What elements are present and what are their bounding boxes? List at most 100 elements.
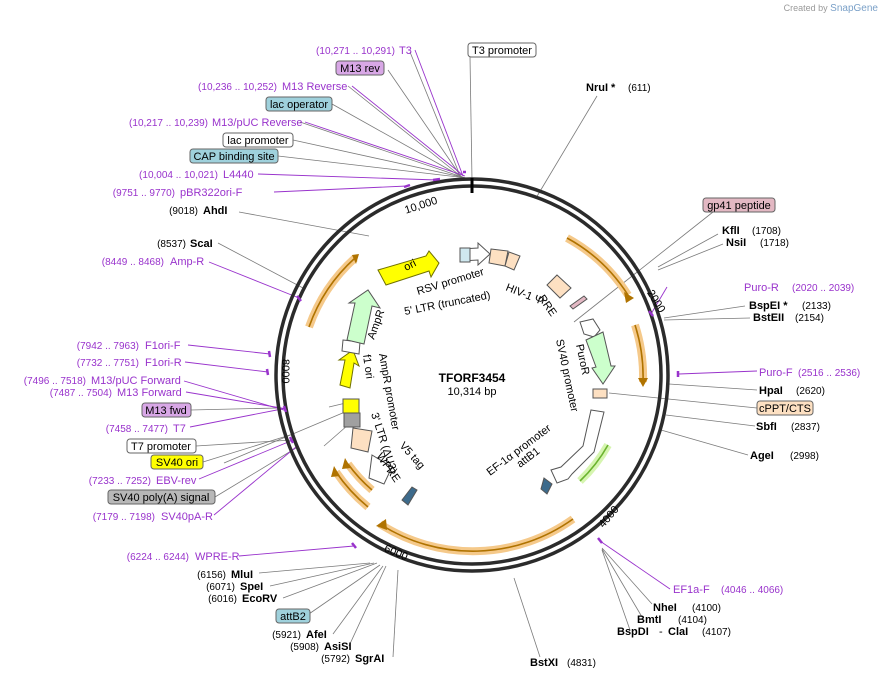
primer-line [213,446,297,516]
ampr-arrow [346,289,382,345]
l4440-coord: (10,004 .. 10,021) [139,170,218,181]
sv40-ori-box-label: SV40 ori [156,457,198,469]
bstxi-name: BstXI [530,657,558,669]
attb1-block [540,477,553,495]
puro-r-name: Puro-R [744,282,779,294]
bmti-name: BmtI [637,614,661,626]
l4440-name: L4440 [223,169,254,181]
rre-block [546,274,572,299]
feature-arc [308,257,356,328]
arc-arrowheads [331,254,648,530]
f1ori-f-name: F1ori-F [145,340,181,352]
spei-coord: (6071) [206,582,235,593]
primer-line [187,344,271,355]
connector-line [277,155,468,179]
connector-line [258,562,371,574]
ebv-rev-name: EBV-rev [156,475,197,487]
primer-line [238,545,355,557]
connector-line [573,211,714,323]
t3-promoter-box [467,42,537,58]
primer-line [208,261,300,299]
connector-line [657,243,724,271]
cap-binding-site-box-label: CAP binding site [193,151,274,163]
clai-name: ClaI [668,626,688,638]
sv40pa-block [343,412,361,428]
hpai-name: HpaI [759,385,783,397]
primer-line [351,85,465,177]
ori-arrow [377,250,440,286]
m13-puc-forward-name: M13/pUC Forward [91,375,181,387]
cppt-arrow [579,318,601,338]
connector-line [195,439,293,447]
ef1a-promoter-arrow [550,409,605,484]
bstxi-coord: (4831) [567,658,596,669]
asisi-name: AsiSI [324,641,352,653]
connector-line [292,139,467,179]
connector-line [282,562,378,599]
connector-line [663,317,751,321]
primer-line [678,370,758,375]
label-ori: ori [402,257,418,273]
gp41-block [569,295,588,310]
arc-arrowhead [638,378,648,387]
ltr5-block [488,248,509,267]
sv40-ori-box [150,454,204,470]
scai-name: ScaI [190,238,213,250]
sgrai-coord: (5792) [321,654,350,665]
nsii-coord: (1718) [760,238,789,249]
f1ori-r-coord: (7732 .. 7751) [77,358,139,369]
lac-promoter-box-label: lac promoter [227,135,288,147]
puror-arrow [585,331,616,385]
v5-tag-block [401,486,418,506]
feature-arc [379,518,574,552]
primer-ticks [265,170,680,549]
primer-line [304,121,466,177]
amp-r-name: Amp-R [170,256,204,268]
cppt-cts-box-label: cPPT/CTS [759,403,811,415]
primer-line [257,173,438,181]
sv40-polya-box-label: SV40 poly(A) signal [113,492,210,504]
cap-binding-site-box [189,148,279,164]
primer-line [650,286,668,315]
primer-line [185,391,288,410]
ltr3-block [350,427,373,453]
ef1a-f-coord: (4046 .. 4066) [721,585,783,596]
m13-forward-coord: (7487 .. 7504) [50,388,112,399]
m13-rev-box [335,60,385,76]
label-f1-ori: f1 ori [360,354,375,380]
connector-line [347,85,464,179]
nrui-name: NruI * [586,82,616,94]
feature-arc [566,237,629,296]
m13-puc-reverse-name: M13/pUC Reverse [212,117,302,129]
t3-promoter-block [459,247,471,263]
brand-watermark: Created by SnapGene [784,3,878,14]
agei-coord: (2998) [790,451,819,462]
connector-line [331,103,465,179]
m13-forward-name: M13 Forward [117,387,182,399]
scai-coord: (8537) [157,239,186,250]
bspdi-name: BspDI [617,626,649,638]
connector-line [202,434,291,463]
sgrai-name: SgrAI [355,653,384,665]
plasmid-name: TFORF3454 [439,371,506,385]
arc-arrowhead [376,519,387,530]
ef1a-f-name: EF1a-F [673,584,710,596]
m13-reverse-name: M13 Reverse [282,81,347,93]
primer-tick [296,295,302,302]
connector-line [409,51,462,179]
connector-line [392,569,399,658]
wpre-r-coord: (6224 .. 6244) [127,552,189,563]
spei-name: SpeI [240,581,263,593]
connector-line [348,565,387,647]
hiv-psi-block [504,251,521,271]
pbr322-name: pBR322ori-F [180,187,243,199]
backbone [274,177,670,573]
asisi-coord: (5908) [290,642,319,653]
bspdi-coord: (4107) [702,627,731,638]
label-ef1a-promoter: EF-1α promoter [485,422,554,478]
bspei-coord: (2133) [802,301,831,312]
wpre-block [368,454,393,485]
tick-label-6000: 6000 [382,543,409,564]
